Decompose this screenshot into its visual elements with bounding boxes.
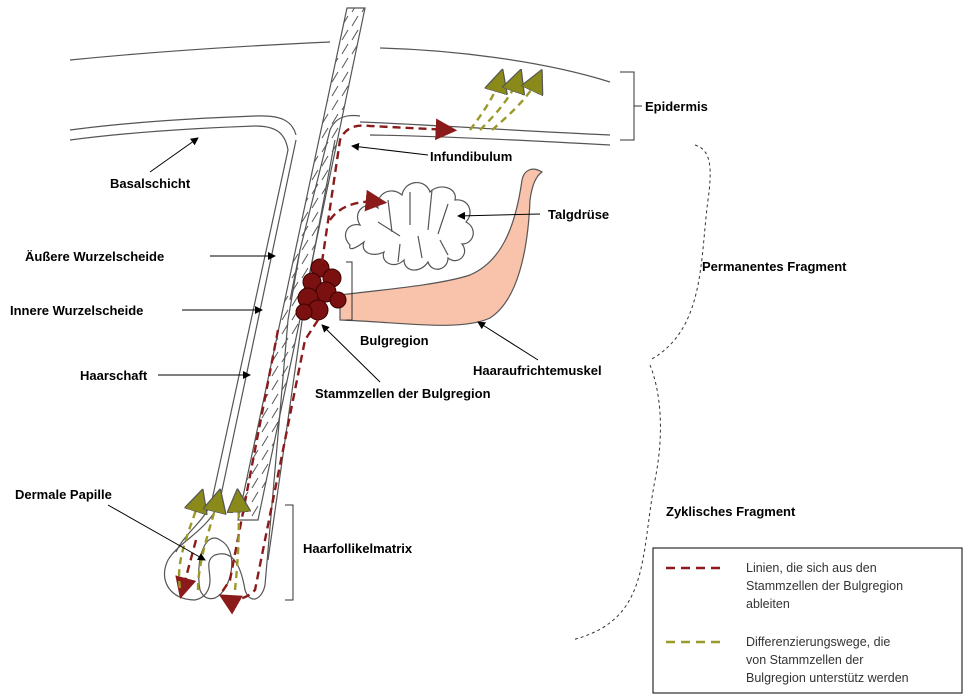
hair-shaft: [238, 8, 365, 520]
label-innere-wurzelscheide: Innere Wurzelscheide: [10, 303, 143, 318]
root-sheaths: [164, 116, 360, 600]
legend-green-line-3: Bulgregion unterstütz werden: [746, 671, 909, 685]
dermal-papilla: [199, 538, 232, 599]
legend-red-line-2: Stammzellen der Bulgregion: [746, 579, 903, 593]
epidermis-brace: [620, 72, 642, 140]
label-bulgregion: Bulgregion: [360, 333, 429, 348]
label-epidermis: Epidermis: [645, 99, 708, 114]
label-stammzellen-bulgregion: Stammzellen der Bulgregion: [315, 386, 491, 401]
label-haarschaft: Haarschaft: [80, 368, 148, 383]
label-zyklisches-fragment: Zyklisches Fragment: [666, 504, 796, 519]
label-talgdruese: Talgdrüse: [548, 207, 609, 222]
label-basalschicht: Basalschicht: [110, 176, 191, 191]
label-permanentes-fragment: Permanentes Fragment: [702, 259, 847, 274]
label-haarfollikelmatrix: Haarfollikelmatrix: [303, 541, 413, 556]
permanent-fragment-brace: [650, 145, 710, 360]
label-haaraufrichtemuskel: Haaraufrichtemuskel: [473, 363, 602, 378]
legend-green-line-2: von Stammzellen der: [746, 653, 863, 667]
label-infundibulum: Infundibulum: [430, 149, 512, 164]
sebaceous-gland: [345, 183, 473, 271]
matrix-brace: [285, 505, 293, 600]
legend-red-line-1: Linien, die sich aus den: [746, 561, 877, 575]
label-dermale-papille: Dermale Papille: [15, 487, 112, 502]
legend-green-line-1: Differenzierungswege, die: [746, 635, 890, 649]
legend: Linien, die sich aus den Stammzellen der…: [653, 548, 962, 693]
legend-red-line-3: ableiten: [746, 597, 790, 611]
label-aeussere-wurzelscheide: Äußere Wurzelscheide: [25, 249, 164, 264]
cyclic-fragment-brace: [572, 365, 660, 640]
